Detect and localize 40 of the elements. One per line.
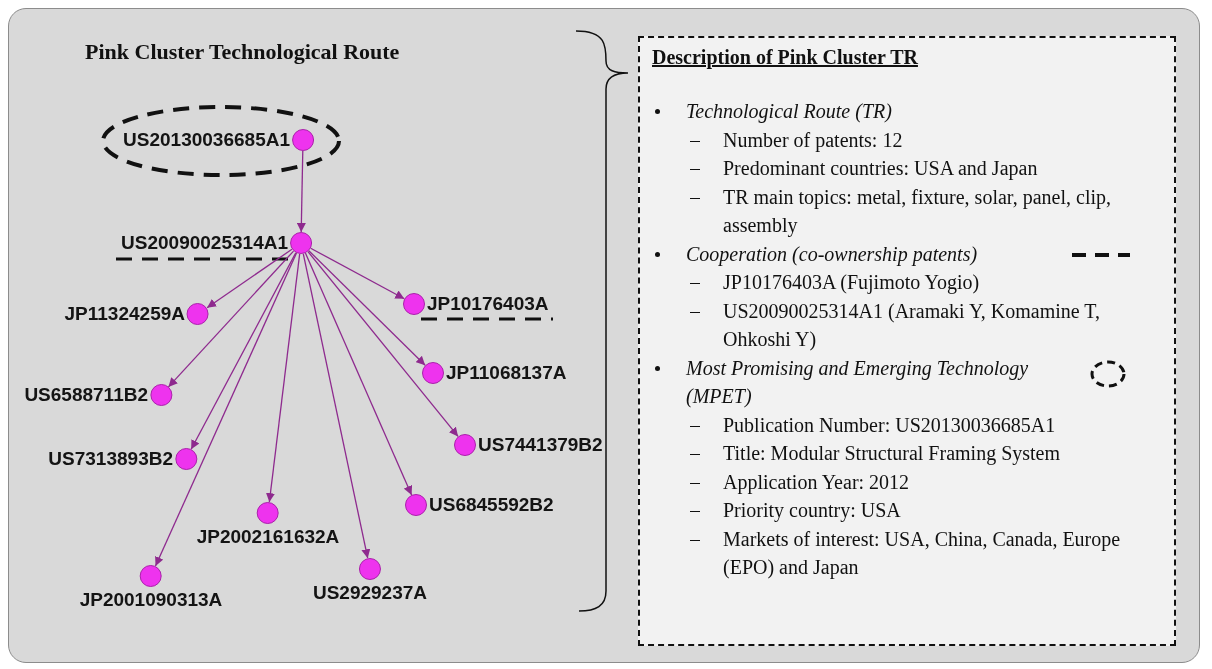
list-item: US20090025314A1 (Aramaki Y, Komamine T, Ohkoshi Y)	[723, 299, 1100, 350]
patent-label: JP10176403A	[427, 293, 549, 315]
description-panel	[638, 36, 1176, 646]
patent-label: JP2001090313A	[79, 589, 223, 611]
patent-label: JP11068137A	[446, 362, 567, 384]
section-heading: Cooperation (co-ownership patents)	[686, 242, 978, 265]
panel-background	[8, 8, 1200, 663]
patent-label: US6588711B2	[24, 384, 148, 406]
arrow	[307, 250, 459, 438]
patent-label: JP11324259A	[64, 303, 185, 325]
arrow	[304, 252, 413, 496]
patent-label: US7441379B2	[478, 434, 603, 456]
list-item: Number of patents: 12	[723, 128, 903, 151]
panel-label: Pink Cluster Technological Route	[85, 39, 400, 65]
list-item: Title: Modular Structural Framing System	[723, 442, 1061, 464]
list-item: Application Year: 2012	[723, 470, 910, 493]
patent-label: JP2002161632A	[196, 526, 340, 548]
list-item: Publication Number: US20130036685A1	[723, 413, 1056, 436]
arrow	[167, 250, 295, 388]
list-item: Priority country: USA	[723, 499, 901, 521]
list-item: Markets of interest: USA, China, Canada, Europe (EPO) and Japan	[723, 527, 1121, 578]
patent-label: US7313893B2	[48, 448, 173, 470]
arrow	[302, 253, 371, 559]
arrow	[308, 250, 426, 366]
list-item: TR main topics: metal, fixture, solar, panel, clip, assembly	[723, 185, 1111, 236]
section-heading: Technological Route (TR)	[686, 100, 892, 122]
list-item: JP10176403A (Fujimoto Yogio)	[723, 271, 980, 293]
arrow	[265, 253, 301, 503]
patent-label: US6845592B2	[429, 494, 554, 516]
patent-label: US20130036685A1	[123, 129, 290, 151]
arrow	[190, 252, 297, 450]
arrow	[310, 247, 405, 300]
panel-heading: Description of Pink Cluster TR	[652, 46, 918, 69]
arrow	[206, 248, 293, 309]
patent-label: US2929237A	[312, 582, 428, 604]
section-heading: Most Promising and Emerging Technology (MPET)	[686, 356, 1029, 407]
patent-label: US20090025314A1	[121, 232, 288, 254]
arrow	[154, 252, 298, 567]
list-item: Predominant countries: USA and Japan	[723, 157, 1038, 179]
arrow	[296, 150, 306, 233]
